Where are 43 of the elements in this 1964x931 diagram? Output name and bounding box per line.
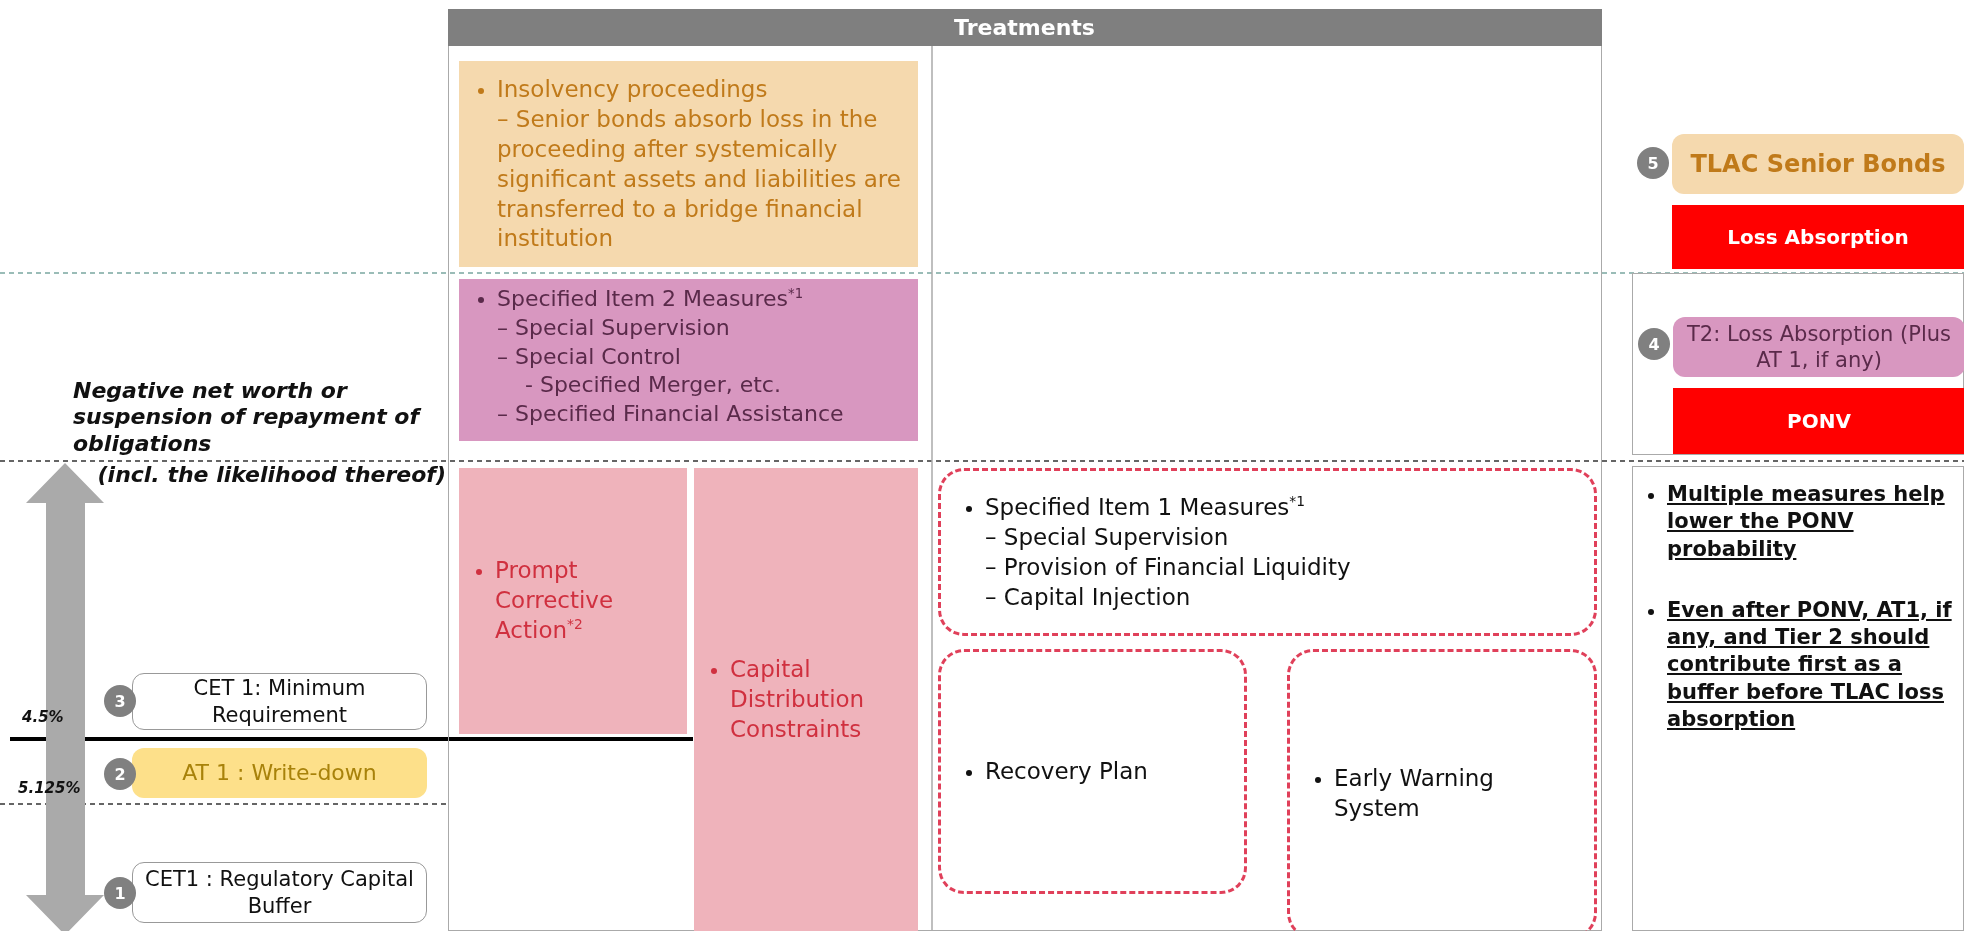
sub-item: – Special Supervision (984, 522, 1230, 552)
measure-box (938, 468, 1597, 636)
instrument-box: TLAC Senior Bonds (1672, 134, 1964, 194)
sub-item: – Senior bonds absorb loss in the proceeding after systemically significant assets and liabilities are transferred to a bridge financial institution (496, 104, 902, 254)
sub-item: – Special Control (496, 342, 682, 371)
ratio-label: 4.5% (22, 708, 65, 726)
capital-tier-box: AT 1 : Write-down (132, 748, 427, 798)
instrument-box: T2: Loss Absorption (Plus AT 1, if any) (1673, 317, 1964, 377)
bullet-item: Even after PONV, AT1, if any, and Tier 2 should contribute first as a buffer before TLAC loss absorption (1643, 596, 1957, 734)
number-badge: 5 (1637, 147, 1669, 179)
number-badge: 1 (104, 877, 136, 909)
bullet-item: Insolvency proceedings (473, 75, 904, 105)
sub-item: – Provision of Financial Liquidity (984, 552, 1352, 582)
condition-note: Negative net worth or suspension of repayment of obligations (73, 378, 453, 458)
sub-item: – Specified Financial Assistance (496, 399, 845, 428)
treatment-box (459, 279, 918, 441)
bullet-item: Recovery Plan (961, 756, 1224, 787)
table-column-frame (448, 9, 1602, 931)
capital-tier-box: CET1 : Regulatory Capital Buffer (132, 862, 427, 923)
bullet-item: Early Warning System (1310, 764, 1574, 824)
status-banner: PONV (1673, 388, 1964, 454)
number-badge: 2 (104, 758, 136, 790)
bullet-item: Specified Item 1 Measures$^{*1}$ (961, 493, 1574, 523)
treatment-box (459, 61, 918, 267)
note-box (1632, 466, 1964, 931)
measure-box (1287, 649, 1597, 931)
column-header: Treatments (447, 8, 1602, 46)
measure-box (938, 649, 1247, 894)
outline-box (1632, 273, 1964, 455)
bullet-item: Prompt Corrective Action$^{*2}$ (471, 556, 675, 646)
bullet-item: Capital Distribution Constraints (706, 655, 906, 745)
bullet-item: Multiple measures help lower the PONV probability (1643, 481, 1957, 563)
capital-tier-box: CET 1: Minimum Requirement (132, 673, 427, 730)
treatment-box (694, 468, 918, 931)
number-badge: 4 (1638, 328, 1670, 360)
status-banner: Loss Absorption (1672, 205, 1964, 269)
sub-item: – Special Supervision (496, 313, 731, 342)
bullet-item: Specified Item 2 Measures$^{*1}$ (473, 285, 904, 314)
number-badge: 3 (104, 685, 136, 717)
condition-note: (incl. the likelihood thereof) (96, 462, 446, 489)
sub-item: - Specified Merger, etc. (524, 371, 782, 400)
treatment-box (459, 468, 687, 734)
sub-item: – Capital Injection (984, 582, 1192, 612)
